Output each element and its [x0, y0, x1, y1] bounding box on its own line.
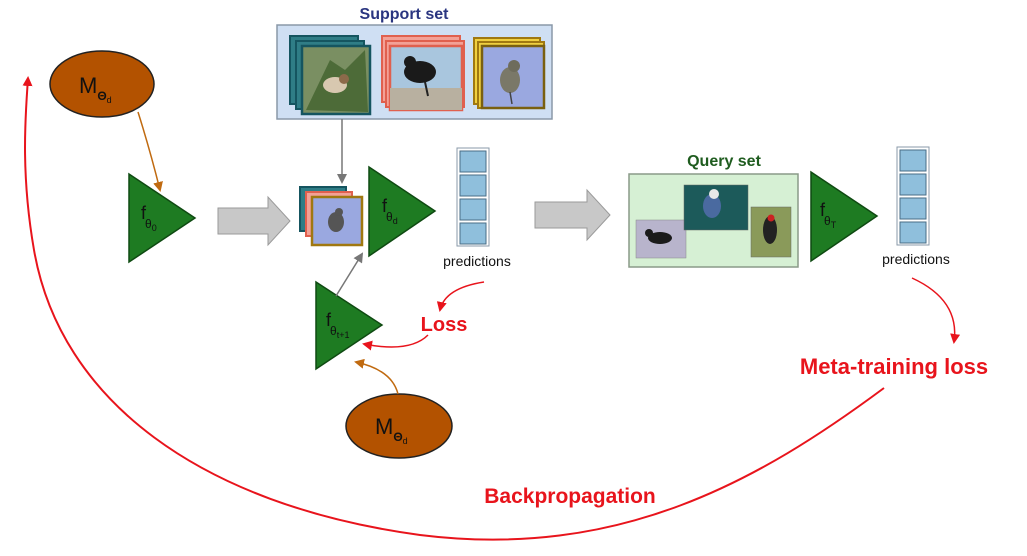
memory-subscript-theta-2: Θ — [393, 430, 402, 444]
f0-theta: θ — [145, 217, 152, 231]
memory-to-f0-arrow — [137, 111, 163, 192]
memory-symbol-2: M — [375, 414, 393, 439]
svg-text:fθ0: fθ0 — [141, 203, 157, 233]
network-f-theta-t-plus-1: fθt+1 — [315, 280, 384, 371]
support-mini-stack — [299, 186, 364, 247]
update-to-fd-arrow — [335, 252, 364, 297]
bird-image-stack-teal — [289, 35, 372, 116]
bird-image-stack-gold — [473, 37, 546, 110]
flow-arrow-1 — [217, 195, 291, 247]
ft1-theta: θ — [330, 324, 337, 338]
predictions-label-1: predictions — [443, 253, 511, 269]
fd-f: f — [382, 196, 388, 216]
backpropagation-arrow — [22, 76, 885, 541]
svg-text:fθt+1: fθt+1 — [326, 310, 349, 340]
bird-image-stack-salmon — [381, 35, 465, 112]
memory-symbol: M — [79, 73, 97, 98]
network-f-theta-d: fθd — [368, 165, 437, 258]
fd-sub: d — [393, 216, 398, 226]
predictions-vector-2 — [896, 146, 930, 246]
f0-f: f — [141, 203, 147, 223]
network-f-theta-T: fθT — [810, 170, 879, 263]
svg-text:MΘd: MΘd — [79, 73, 112, 105]
meta-training-loss-label: Meta-training loss — [800, 354, 988, 379]
fd-theta: θ — [386, 210, 393, 224]
memory-to-update-arrow — [354, 358, 399, 395]
memory-subscript-d: d — [107, 95, 112, 105]
memory-node-top: MΘd — [49, 50, 155, 118]
query-image-2 — [683, 184, 749, 231]
f0-sub: 0 — [152, 223, 157, 233]
predictions-vector-1 — [456, 147, 490, 247]
predictions-label-2: predictions — [882, 251, 950, 267]
fT-sub: T — [831, 220, 837, 230]
memory-subscript-d-2: d — [403, 436, 408, 446]
loss-to-update-arrow — [362, 334, 429, 351]
memory-subscript-theta: Θ — [97, 89, 106, 103]
flow-arrow-2 — [534, 188, 611, 242]
loss-label: Loss — [421, 314, 468, 336]
query-set-title: Query set — [687, 153, 761, 170]
fT-theta: θ — [824, 214, 831, 228]
backpropagation-label: Backpropagation — [484, 485, 656, 508]
support-set: Support set — [276, 6, 553, 120]
ft1-sub: t+1 — [337, 330, 350, 340]
predictions-to-loss-arrow — [436, 281, 485, 312]
query-image-3 — [750, 206, 792, 258]
svg-text:fθd: fθd — [382, 196, 398, 226]
support-set-title: Support set — [360, 6, 450, 23]
memory-node-bottom: MΘd — [345, 393, 453, 459]
network-f-theta-0: fθ0 — [128, 172, 197, 264]
ft1-f: f — [326, 310, 332, 330]
fT-f: f — [820, 200, 826, 220]
query-image-1 — [635, 219, 687, 259]
svg-text:MΘd: MΘd — [375, 414, 408, 446]
query-set: Query set — [628, 153, 799, 268]
svg-text:fθT: fθT — [820, 200, 837, 230]
predictions-to-meta-loss-arrow — [911, 277, 961, 344]
